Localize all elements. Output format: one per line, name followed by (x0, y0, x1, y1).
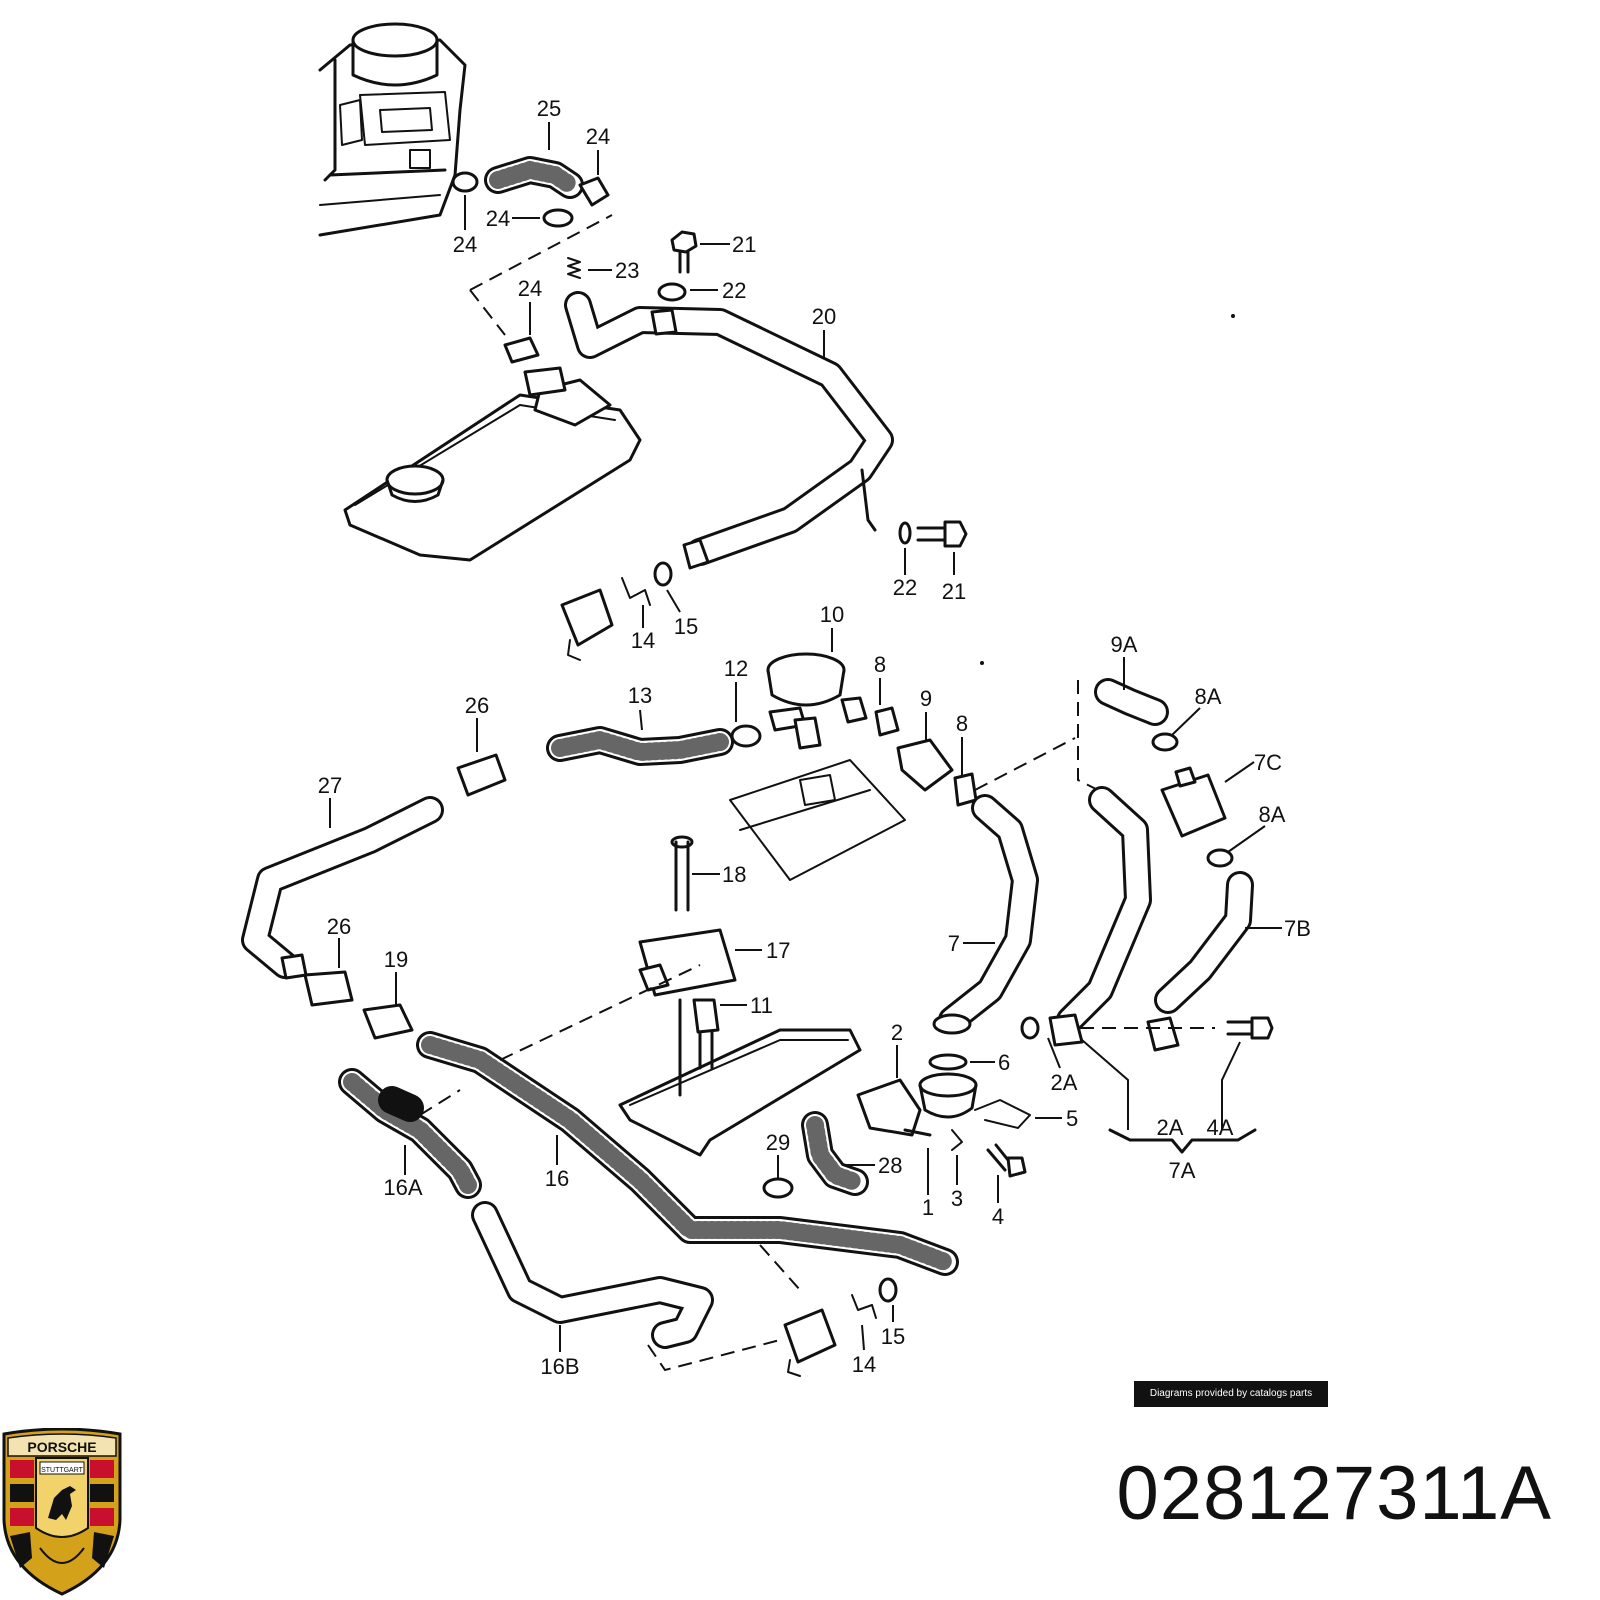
callout-c8Aa: 8A (1195, 684, 1222, 709)
callout-c7A: 7A (1169, 1158, 1196, 1183)
callout-c24d: 24 (518, 276, 542, 301)
callout-c17: 17 (766, 938, 790, 963)
valve-cover-upper-drawing (343, 366, 642, 562)
hose-16-drawing (416, 964, 959, 1276)
callout-c7C: 7C (1254, 750, 1282, 775)
porsche-crest-logo: PORSCHE STUTTGART (2, 1428, 122, 1596)
callout-c15b: 15 (881, 1324, 905, 1349)
callout-c18: 18 (722, 862, 746, 887)
callout-c24a: 24 (586, 124, 610, 149)
connector-lower-drawing (783, 1277, 898, 1377)
callout-c26a: 26 (465, 693, 489, 718)
engine-block-drawing (318, 22, 467, 237)
pcv-valve-10-drawing (766, 652, 868, 732)
callout-c14a: 14 (631, 628, 655, 653)
stray-dot (1231, 314, 1235, 318)
callout-c10: 10 (820, 602, 844, 627)
callout-c8Ab: 8A (1259, 802, 1286, 827)
callout-c25: 25 (537, 96, 561, 121)
callout-c28: 28 (878, 1153, 902, 1178)
valve-cover-lower-drawing (618, 835, 862, 1157)
logo-brand-text: PORSCHE (27, 1439, 96, 1455)
callout-labels: 25 24 24 24 24 21 23 22 20 22 21 14 15 1… (318, 96, 1311, 1379)
callout-c7B: 7B (1284, 916, 1311, 941)
callout-c22a: 22 (722, 278, 746, 303)
callout-c11: 11 (750, 993, 773, 1018)
stray-dot (980, 661, 984, 665)
callout-c9: 9 (920, 686, 932, 711)
hose-25-drawing (451, 156, 613, 364)
hose-16B-drawing (471, 1201, 801, 1372)
callout-c16A: 16A (383, 1175, 422, 1200)
leader-lines (329, 122, 1282, 1352)
callout-c2Aa: 2A (1051, 1070, 1078, 1095)
fasteners-top-drawing (567, 230, 698, 302)
callout-c4: 4 (992, 1204, 1004, 1229)
hose-9-drawing (874, 706, 978, 807)
callout-c4A: 4A (1207, 1115, 1234, 1140)
callout-c24b: 24 (486, 206, 510, 231)
callout-c6: 6 (998, 1050, 1010, 1075)
callout-c23: 23 (615, 258, 639, 283)
callout-c21a: 21 (732, 232, 756, 257)
connector-upper-drawing (560, 561, 673, 661)
logo-city-text: STUTTGART (41, 1467, 84, 1474)
callout-c22b: 22 (893, 575, 917, 600)
callout-c2: 2 (891, 1020, 903, 1045)
callout-c14b: 14 (852, 1352, 876, 1377)
hose-27-drawing (241, 753, 507, 1040)
callout-c2Ab: 2A (1157, 1115, 1184, 1140)
callout-c7: 7 (948, 931, 960, 956)
callout-c29: 29 (766, 1130, 790, 1155)
callout-c8a: 8 (874, 652, 886, 677)
callout-c27: 27 (318, 773, 342, 798)
callout-c8b: 8 (956, 711, 968, 736)
callout-c9A: 9A (1111, 632, 1138, 657)
bolt-21-lower-drawing (898, 520, 968, 548)
callout-c13: 13 (628, 683, 652, 708)
callout-c16: 16 (545, 1166, 569, 1191)
hose-20-drawing (564, 291, 894, 570)
callout-c26b: 26 (327, 914, 351, 939)
hose-7-drawing (932, 737, 1076, 1035)
callout-c1: 1 (922, 1195, 934, 1220)
callout-c19: 19 (384, 947, 408, 972)
hose-16A-drawing (338, 1068, 482, 1199)
callout-c5: 5 (1066, 1106, 1078, 1131)
filter-assembly-7A-drawing (1020, 678, 1274, 1052)
callout-c15a: 15 (674, 614, 698, 639)
callout-c12: 12 (724, 656, 748, 681)
hose-28-drawing (762, 1111, 869, 1199)
callout-c24c: 24 (453, 232, 477, 257)
valve-cover-mid-drawing (729, 716, 906, 881)
hose-13-drawing (546, 724, 762, 766)
part-number: 028127311A (1116, 1451, 1552, 1536)
callout-c16B: 16B (540, 1354, 579, 1379)
callout-c20: 20 (812, 304, 836, 329)
callout-c21b: 21 (942, 579, 966, 604)
diagram-credit-banner: Diagrams provided by catalogs parts (1134, 1381, 1328, 1407)
callout-c3: 3 (951, 1186, 963, 1211)
housing-2-drawing (856, 1053, 1031, 1178)
